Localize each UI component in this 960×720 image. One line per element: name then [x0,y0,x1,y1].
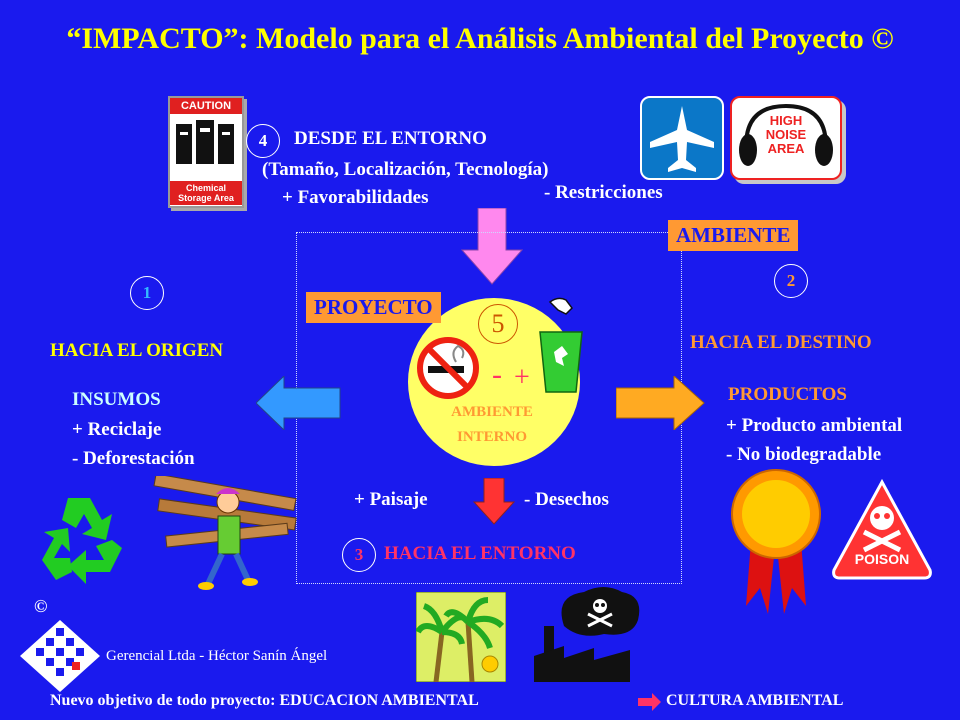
polluting-factory-icon [534,587,640,682]
poison-warning-icon [832,478,932,580]
producto-ambiental-text: + Producto ambiental [726,415,903,436]
insumos-heading: INSUMOS [72,389,161,410]
page-title: “IMPACTO”: Modelo para el Análisis Ambie… [66,22,894,55]
desde-details: (Tamaño, Localización, Tecnología) [262,159,549,180]
caution-sign-image: CAUTION Chemical Storage Area [168,96,244,208]
step-number-3: 3 [342,538,376,572]
step-number-4: 4 [246,124,280,158]
proyecto-label: PROYECTO [306,292,441,323]
origen-left-arrow [256,376,341,430]
hacia-entorno-label: HACIA EL ENTORNO [384,543,576,564]
hacia-origen-label: HACIA EL ORIGEN [50,340,224,361]
productos-heading: PRODUCTOS [728,384,847,405]
medal-ribbon-icon [731,469,821,614]
ambiente-interno-label-2: INTERNO [456,429,527,445]
high-noise-label: HIGH NOISE AREA [765,113,807,156]
destino-right-arrow [616,376,705,430]
desechos-text: - Desechos [524,489,609,510]
step-number-1: 1 [130,276,164,310]
recycle-icon [42,498,122,584]
hacia-destino-label: HACIA EL DESTINO [690,332,872,353]
caution-sign-header: CAUTION [170,98,242,114]
trash-bin-icon [539,297,583,393]
credit-text: Gerencial Ltda - Héctor Sanín Ángel [106,648,328,664]
airplane-icon [650,106,714,172]
poison-label: POISON [854,551,910,567]
no-smoking-icon [417,337,479,399]
footer-right-text: CULTURA AMBIENTAL [666,692,844,709]
copyright-symbol: © [34,596,48,616]
footer-arrow-icon [638,693,661,711]
high-noise-sign-image: HIGH NOISE AREA [730,96,842,180]
chemical-drums-icon [176,120,234,164]
headphones-icon [739,103,833,166]
interno-plus: + [514,362,530,393]
restricciones-text: - Restricciones [544,182,663,203]
paisaje-text: + Paisaje [354,489,428,510]
desde-label: DESDE EL ENTORNO [294,128,487,149]
airplane-sign-image [640,96,724,180]
lumberjack-illustration [153,476,297,590]
desde-down-arrow [460,208,524,285]
interno-minus: - [492,358,502,391]
caution-sign-caption: Chemical Storage Area [170,181,242,205]
gerencial-logo [20,620,100,692]
entorno-down-arrow [472,478,516,525]
favorabilidades-text: + Favorabilidades [282,187,429,208]
ambiente-label: AMBIENTE [668,220,799,251]
step-number-2: 2 [774,264,808,298]
footer-left-text: Nuevo objetivo de todo proyecto: EDUCACI… [50,692,479,709]
reciclaje-text: + Reciclaje [72,419,162,440]
ambiente-interno-label-1: AMBIENTE [451,404,533,420]
palm-trees-image [416,592,506,682]
step-number-5: 5 [478,304,518,344]
deforestacion-text: - Deforestación [72,448,195,469]
no-biodegradable-text: - No biodegradable [726,444,882,465]
